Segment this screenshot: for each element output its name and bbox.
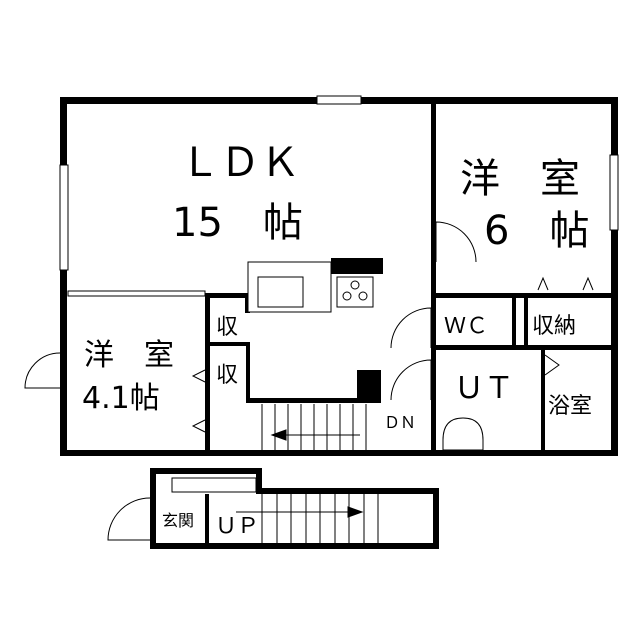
door-wc: [390, 307, 432, 349]
washbasin-icon: [442, 417, 484, 451]
arrow-left-icon: [270, 429, 287, 441]
room-label-utility: ＵＴ: [454, 371, 514, 406]
sink-icon: [257, 276, 304, 308]
room-size-ldk: 15 帖: [172, 200, 303, 246]
stairs: [236, 404, 379, 543]
arrow-right-icon: [347, 506, 364, 518]
burner-icon: [342, 291, 352, 301]
closet-doors-western-6: [537, 276, 594, 291]
room-label-storage-2: 収: [216, 363, 238, 388]
room-size-western-6: 6 帖: [484, 208, 589, 254]
room-label-western-6: 洋 室: [460, 156, 580, 202]
sliding-door: [67, 290, 206, 297]
room-label-western-41: 洋 室: [84, 338, 174, 373]
stair-treads-down: [261, 404, 367, 450]
stair-treads-up: [261, 494, 379, 543]
closet-doors-western-41: [191, 369, 206, 433]
window-top: [316, 95, 362, 105]
window-right: [609, 154, 619, 231]
room-label-bath: 浴室: [548, 394, 592, 419]
burner-icon: [358, 291, 368, 301]
room-label-entrance: 玄関: [162, 511, 194, 530]
window-left: [59, 164, 69, 271]
room-label-closet: 収納: [532, 314, 576, 339]
room-label-storage-1: 収: [216, 315, 238, 340]
door-entrance: [107, 497, 151, 541]
burner-icon: [350, 280, 360, 290]
door-western-41: [24, 352, 61, 389]
door-western-6: [435, 221, 477, 263]
stairs-up-label: ＵＰ: [215, 514, 259, 539]
windows-and-fixtures: [59, 95, 619, 493]
room-size-western-41: 4.1帖: [82, 381, 160, 416]
stairs-down-label: ＤＮ: [384, 413, 416, 432]
shoe-cabinet: [171, 477, 257, 493]
room-label-ldk: ＬＤＫ: [180, 140, 300, 186]
room-label-wc: ＷＣ: [444, 314, 488, 339]
doors: [24, 221, 594, 541]
door-utility: [390, 359, 432, 401]
door-bath: [544, 354, 560, 376]
